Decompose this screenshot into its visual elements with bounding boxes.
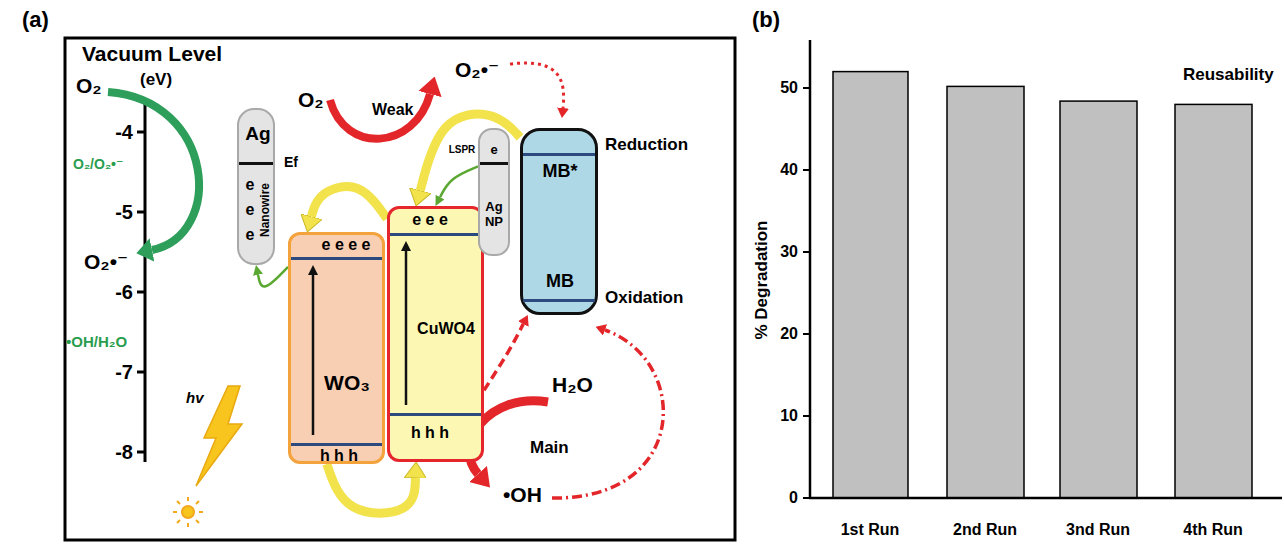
band-label: Ag NP (480, 200, 508, 230)
edge-label: LSPR (448, 144, 477, 156)
figure-label: (b) (752, 7, 780, 32)
axis-label: 50 (780, 79, 798, 97)
transfer-arrow (258, 267, 288, 287)
bar-chart (803, 40, 1282, 499)
axis-label: 0 (789, 489, 798, 507)
figure-label: Reduction (605, 135, 688, 155)
transfer-arrow (484, 324, 523, 390)
band-box: MB* MB (520, 128, 598, 315)
figure-label: O₂ (298, 88, 324, 112)
figure-label: Vacuum Level (82, 42, 222, 66)
band-label: Ag (245, 123, 270, 145)
band-box: e Ag NP (478, 128, 510, 256)
figure-label: O₂•⁻ (84, 250, 128, 274)
excitation-arrow (405, 251, 408, 405)
band-edge (239, 162, 273, 165)
y-axis (809, 40, 812, 499)
figure-label: (a) (22, 7, 49, 32)
band-label: CuWO4 (417, 320, 475, 338)
figure-label: Main (530, 438, 569, 458)
axis-label: 30 (780, 243, 798, 261)
band-label: h h h (411, 424, 449, 442)
x-axis (809, 497, 1282, 500)
band-box: e e e e WO₃ h h h (288, 232, 385, 464)
band-edge (523, 153, 595, 156)
band-label: Ef (284, 154, 298, 170)
dotted-arrow (510, 63, 564, 108)
axis-label: 10 (780, 407, 798, 425)
figure-label: O₂•⁻ (455, 58, 499, 82)
figure-label: -6 (115, 281, 133, 304)
bar (1060, 101, 1137, 498)
y-ticks (803, 88, 810, 498)
band-label: MB (546, 271, 574, 292)
energy-axis (144, 100, 147, 462)
weak-arrow (330, 94, 430, 139)
band-box: AgEfe e eNanowire (237, 108, 275, 265)
figure-label: (eV) (140, 70, 172, 90)
band-edge (291, 443, 382, 446)
band-edge (523, 299, 595, 302)
bar (833, 72, 908, 498)
band-label: Nanowire (259, 183, 273, 237)
axis-label: 40 (780, 161, 798, 179)
band-label: e e e e (322, 236, 371, 254)
axis-label: 4th Run (1183, 521, 1243, 539)
figure-label: Reusability (1183, 65, 1274, 85)
axis-label: 1st Run (841, 521, 900, 539)
excitation-arrow (291, 235, 388, 467)
transfer-arrow (311, 187, 387, 219)
band-label: e e e (412, 211, 448, 229)
band-edge (480, 162, 508, 165)
band-label: WO₃ (324, 371, 370, 395)
transfer-arrow (327, 464, 416, 513)
figure-label: -7 (115, 361, 133, 384)
bar (947, 86, 1024, 498)
band-label: e e e (246, 173, 255, 247)
band-label: e (490, 143, 497, 158)
figure-label: -4 (115, 121, 133, 144)
axis-label: 2nd Run (953, 521, 1017, 539)
axis-label: 20 (780, 325, 798, 343)
figure-label: •OH/H₂O (66, 333, 127, 350)
figure-label: % Degradation (752, 220, 772, 339)
band-label: h h h (320, 447, 358, 465)
band-edge (390, 233, 481, 236)
figure-label: hv (186, 389, 204, 406)
axis-ticks (137, 132, 145, 452)
dashdot-arrow (552, 330, 663, 498)
bar (1175, 104, 1252, 498)
excitation-arrow (312, 275, 315, 435)
figure-label: Oxidation (605, 288, 683, 308)
band-edge (291, 257, 382, 260)
band-box: e e e CuWO4 h h h (387, 206, 484, 462)
band-label: MB* (543, 161, 578, 182)
panel-frame (65, 38, 735, 540)
band-edge (390, 413, 481, 416)
figure-label: H₂O (552, 373, 593, 397)
axis-label: 3nd Run (1066, 521, 1130, 539)
transfer-arrow (440, 166, 478, 197)
figure-label: •OH (503, 483, 542, 507)
figure-label: O₂ (76, 74, 102, 98)
figure-label: Weak (372, 101, 414, 119)
sun-symbol (173, 497, 203, 527)
figure-label: O₂/O₂•⁻ (73, 156, 123, 172)
figure-label: -8 (115, 441, 133, 464)
figure-label: -5 (115, 201, 133, 224)
